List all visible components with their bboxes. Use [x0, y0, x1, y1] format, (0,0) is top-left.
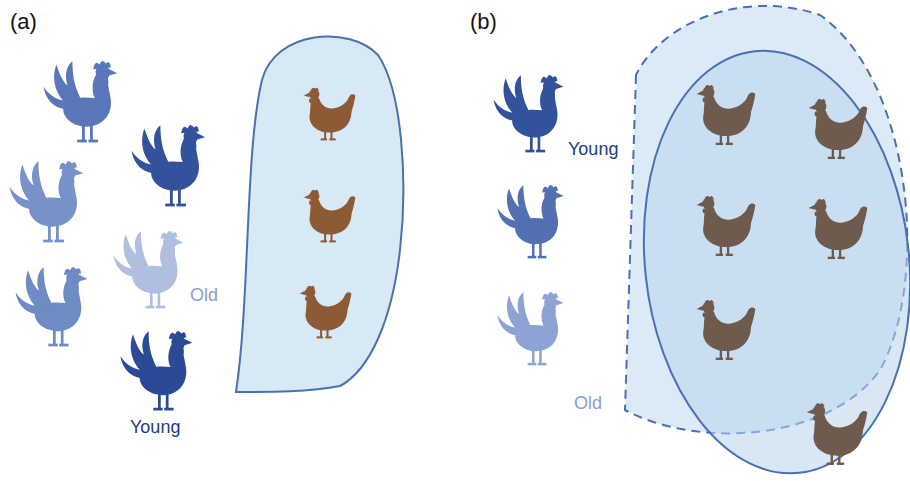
panel-label: (a)	[10, 10, 37, 34]
age-label: Young	[568, 140, 618, 160]
panel-label: (b)	[470, 10, 497, 34]
age-label: Old	[190, 286, 218, 306]
age-label: Young	[130, 418, 180, 438]
age-label: Old	[574, 394, 602, 414]
